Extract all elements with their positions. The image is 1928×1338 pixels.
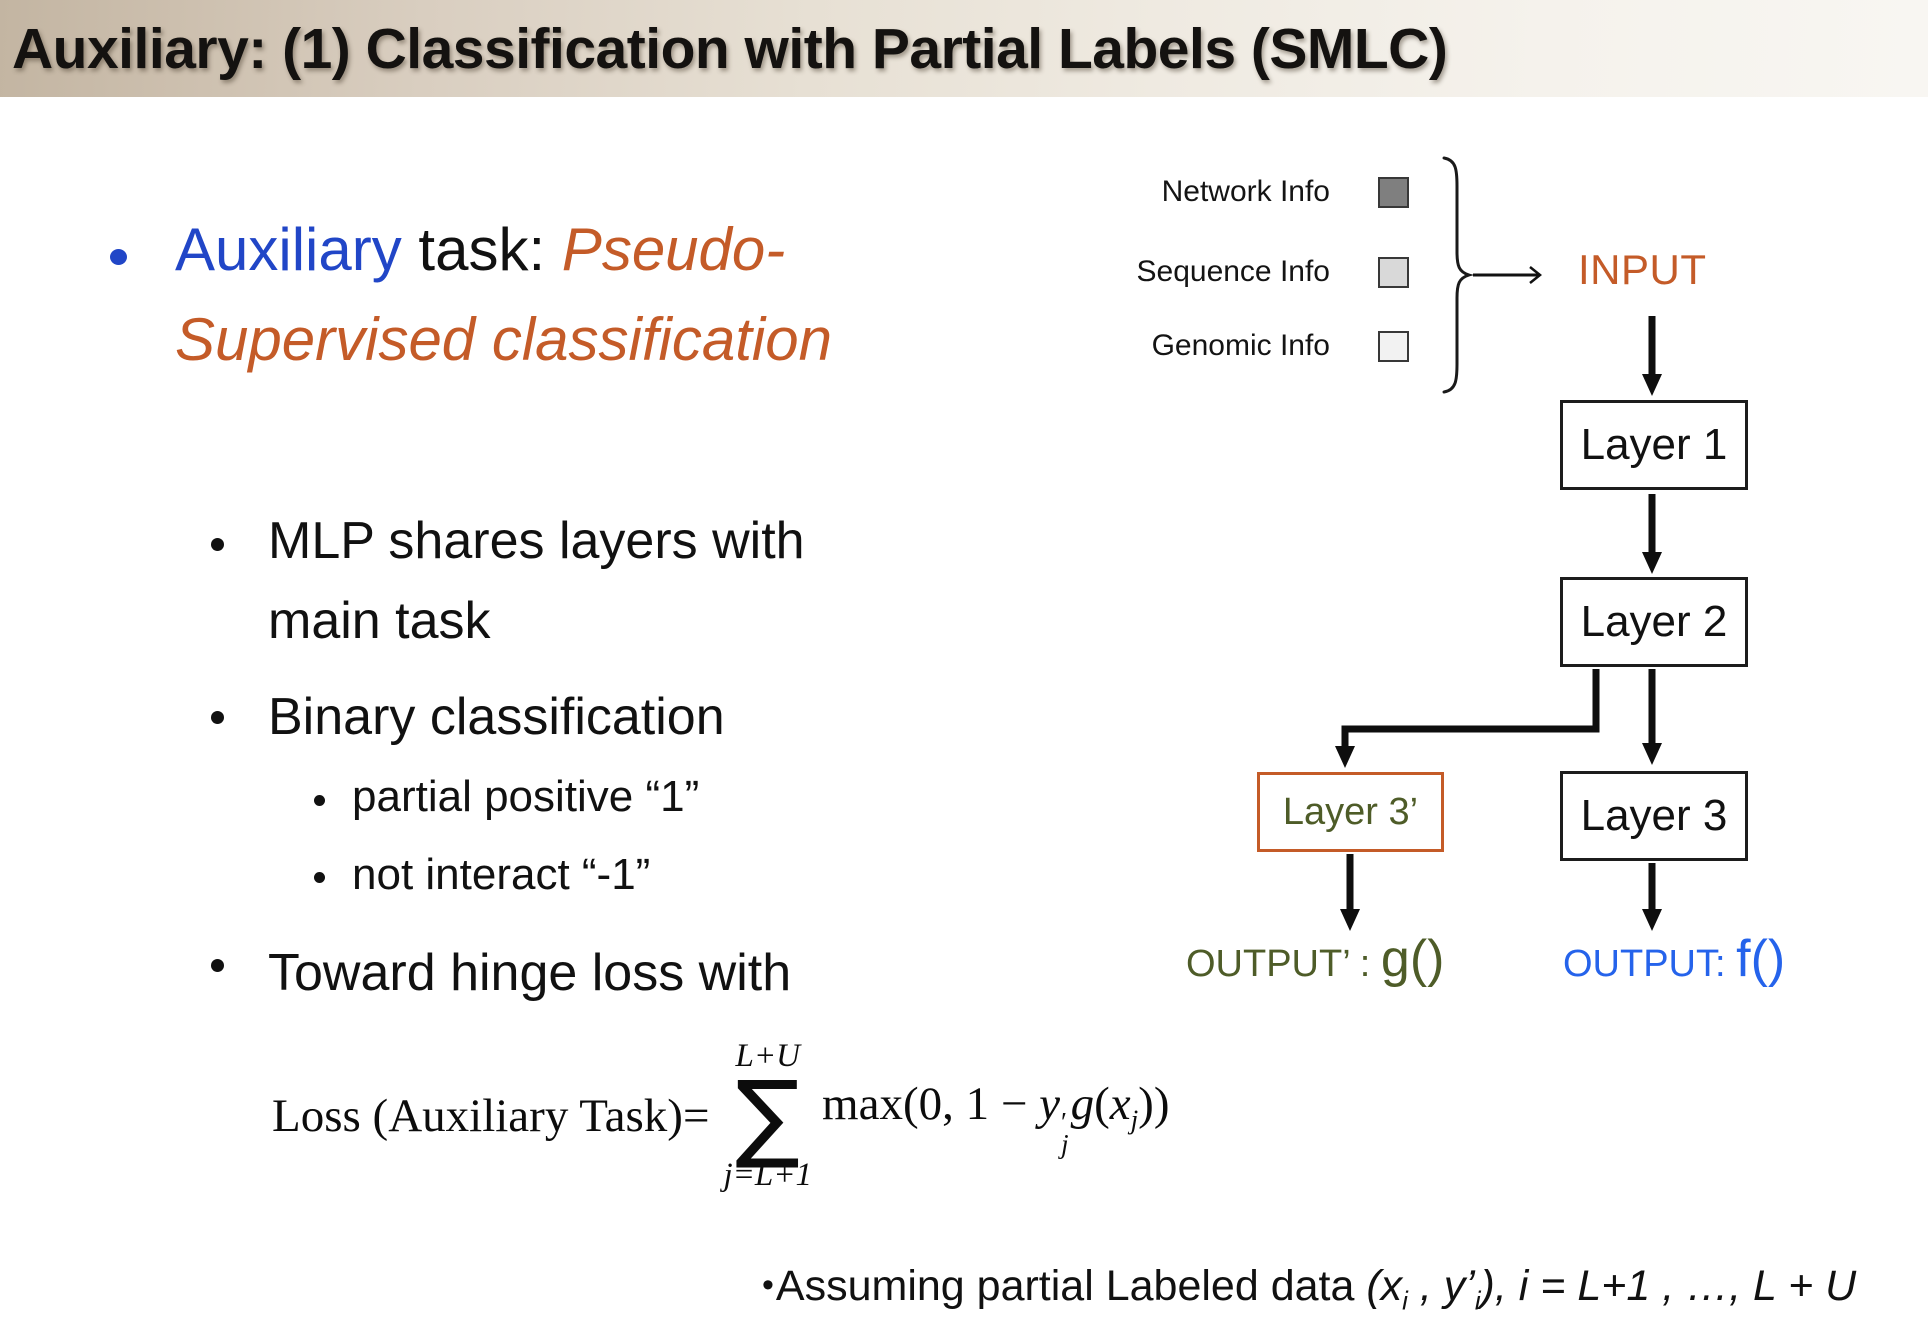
input-node-label: INPUT: [1578, 246, 1707, 293]
output-aux-prefix: OUTPUT’ :: [1186, 943, 1381, 985]
main-bullet-line2: Supervised classification: [175, 306, 832, 373]
formula-equals: =: [682, 1090, 710, 1142]
formula-max-open: max(0, 1 −: [822, 1077, 1040, 1130]
main-bullet-line1: Auxiliary task: Pseudo-: [175, 216, 785, 283]
sub-bullet-mlp-line1: MLP shares layers with: [268, 512, 805, 570]
note-bullet: •: [762, 1265, 774, 1304]
loss-formula: Loss (Auxiliary Task) = L+U ∑ j=L+1 max(…: [240, 1016, 1410, 1216]
note-lead: Assuming partial Labeled data: [775, 1262, 1367, 1310]
main-bullet-word-pseudo: Pseudo-: [561, 216, 786, 283]
formula-lhs: Loss (Auxiliary Task): [272, 1090, 683, 1142]
sub-bullet-binary: Binary classification: [268, 688, 725, 746]
genomic-info-swatch: [1378, 331, 1409, 362]
input-label-genomic: Genomic Info: [1151, 329, 1330, 362]
formula-y: y: [1039, 1077, 1060, 1130]
output-main-function: f(): [1736, 930, 1786, 988]
sigma-symbol: ∑: [735, 1059, 801, 1172]
sub-bullet-dot-2: [211, 711, 224, 724]
arrow-layer2-to-layer3prime: [1335, 669, 1600, 768]
inputs-brace: [1442, 156, 1475, 394]
formula-open-paren: (: [1094, 1077, 1110, 1130]
note-math: (xi , y’i), i = L+1 , …, L + U: [1366, 1262, 1857, 1316]
output-aux-label: OUTPUT’ : g(): [1186, 929, 1444, 989]
sub-bullet-mlp-line2: main task: [268, 592, 491, 650]
network-info-swatch: [1378, 177, 1409, 208]
sequence-info-swatch: [1378, 257, 1409, 288]
main-bullet-word-auxiliary: Auxiliary: [175, 216, 402, 283]
main-bullet-word-task: task:: [401, 216, 562, 283]
input-label-sequence: Sequence Info: [1136, 255, 1331, 288]
output-main-prefix: OUTPUT:: [1563, 943, 1737, 985]
formula-x: x: [1109, 1077, 1131, 1130]
subsub-bullet-not-interact: not interact “-1”: [352, 850, 651, 899]
assumption-note: •Assuming partial Labeled data (xi , y’i…: [762, 1262, 1856, 1317]
output-main-label: OUTPUT: f(): [1563, 929, 1785, 989]
slide-title: Auxiliary: (1) Classification with Parti…: [12, 16, 1448, 81]
layer2-box: Layer 2: [1560, 577, 1748, 667]
subsub-bullet-dot-2: [314, 872, 325, 883]
subsub-bullet-partial-positive: partial positive “1”: [352, 772, 700, 821]
formula-g: g: [1070, 1077, 1095, 1130]
title-bar: Auxiliary: (1) Classification with Parti…: [0, 0, 1928, 97]
formula-close-parens: )): [1138, 1077, 1170, 1130]
layer3-box: Layer 3: [1560, 771, 1748, 861]
main-bullet-dot: [110, 249, 127, 265]
summation-lower-limit: j=L+1: [723, 1157, 813, 1194]
sub-bullet-toward-hinge: Toward hinge loss with: [268, 944, 792, 1002]
layer1-box: Layer 1: [1560, 400, 1748, 490]
sub-bullet-dot-3: [211, 959, 224, 972]
layer3prime-box: Layer 3’: [1257, 772, 1444, 852]
summation-upper-limit: L+U: [735, 1038, 800, 1075]
subsub-bullet-dot-1: [314, 795, 325, 806]
summation: L+U ∑ j=L+1: [723, 1039, 812, 1193]
formula-x-sub-j: j: [1130, 1104, 1139, 1135]
formula-y-prime-sub-j: ′j: [1060, 1106, 1069, 1159]
output-aux-function: g(): [1380, 930, 1445, 988]
sub-bullet-dot-1: [211, 538, 224, 551]
input-label-network: Network Info: [1161, 175, 1330, 208]
